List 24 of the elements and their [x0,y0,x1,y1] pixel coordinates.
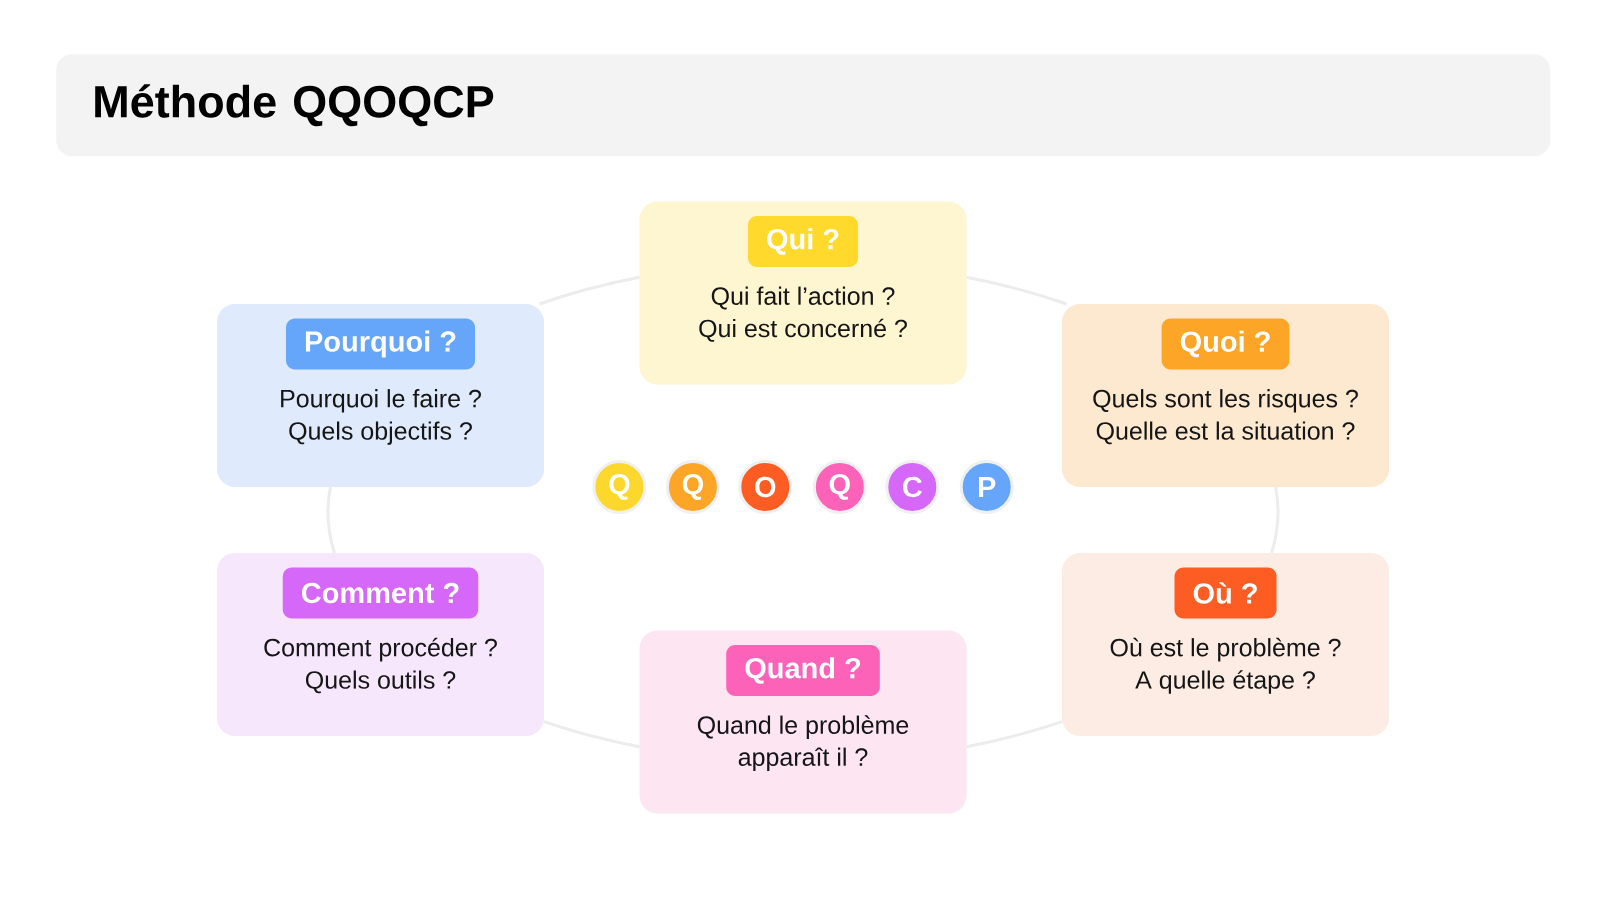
heading-pill: Où ? [1174,567,1277,619]
question-text: Quelle est la situation ? [1096,421,1355,445]
question-text: Qui fait l’action ? [711,286,895,310]
question-text: Pourquoi le faire ? [281,389,481,413]
connector-line [966,275,1068,306]
question-text: Quand le problème apparaît il ? [697,715,909,771]
connector-line [966,720,1063,749]
connector-line [326,486,336,554]
heading-pill: Pourquoi ? [286,318,475,370]
question-text: Quels outils ? [305,670,456,694]
question-text: Qui est concerné ? [699,318,907,342]
heading-pill: Comment ? [282,567,479,619]
question-text: Quels sont les risques ? [1093,389,1358,413]
connector-line [543,720,640,749]
heading-pill: Qui ? [747,216,859,267]
connector-line [1270,486,1280,554]
question-text: A quelle étape ? [1135,670,1315,694]
heading-pill: Quand ? [726,645,880,696]
question-text: Comment procéder ? [264,637,497,662]
title-banner: Méthode QQOQCP [56,54,1551,157]
question-text: Quels objectifs ? [289,421,472,445]
heading-pill: Quoi ? [1161,318,1290,370]
question-text: Où est le problème ? [1110,637,1341,662]
connector-line [539,275,640,306]
